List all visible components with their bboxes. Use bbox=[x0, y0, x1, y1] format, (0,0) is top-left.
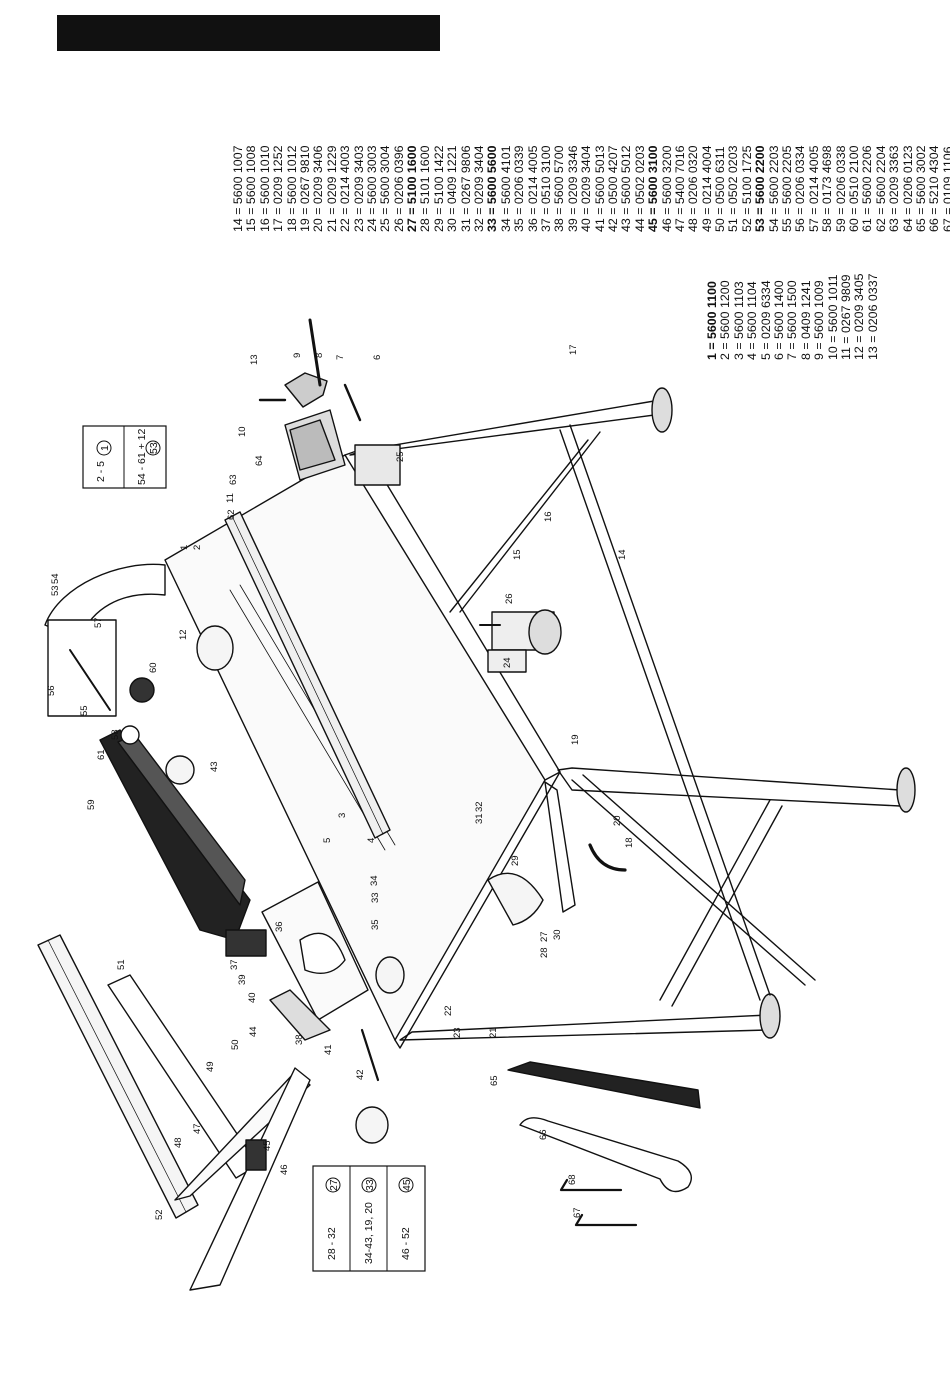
callout-14: 14 bbox=[617, 549, 628, 560]
box-top-r2: 54 - 61 + 12 bbox=[136, 429, 148, 485]
box-top-r2-ref: 53 bbox=[148, 442, 160, 454]
header-bar bbox=[57, 15, 440, 51]
cross-braces bbox=[449, 424, 816, 1007]
callout-53: 53 bbox=[50, 585, 61, 596]
callout-3: 3 bbox=[337, 813, 348, 818]
callout-61: 61 bbox=[96, 749, 107, 760]
callout-51: 51 bbox=[116, 959, 127, 970]
callout-23: 23 bbox=[452, 1027, 463, 1038]
callout-58: 58 bbox=[110, 729, 121, 740]
callout-45: 45 bbox=[262, 1140, 273, 1151]
callout-62: 62 bbox=[226, 509, 237, 520]
callout-60: 60 bbox=[148, 662, 159, 673]
motor-mount bbox=[479, 609, 562, 673]
callout-16: 16 bbox=[543, 511, 554, 522]
callout-54: 54 bbox=[50, 573, 61, 584]
assembly-box-top: 2 - 5 1 54 - 61 + 12 53 bbox=[82, 425, 167, 489]
callout-63: 63 bbox=[228, 474, 239, 485]
misc-plates bbox=[165, 625, 627, 1144]
tools bbox=[507, 1061, 701, 1227]
callout-50: 50 bbox=[230, 1039, 241, 1050]
callout-7: 7 bbox=[335, 355, 346, 360]
callout-24: 24 bbox=[502, 657, 513, 668]
callout-13: 13 bbox=[249, 354, 260, 365]
callout-43: 43 bbox=[209, 761, 220, 772]
callout-66: 66 bbox=[538, 1129, 549, 1140]
callout-57: 57 bbox=[93, 617, 104, 628]
callout-8: 8 bbox=[314, 353, 325, 358]
callout-33: 33 bbox=[370, 892, 381, 903]
box-top-r1: 2 - 5 bbox=[95, 461, 107, 482]
callout-32: 32 bbox=[474, 801, 485, 812]
callout-27: 27 bbox=[539, 931, 550, 942]
sliding-carriage bbox=[37, 934, 311, 1291]
callout-6: 6 bbox=[372, 355, 383, 360]
box-bot-r3-ref: 45 bbox=[401, 1179, 413, 1191]
callout-49: 49 bbox=[205, 1061, 216, 1072]
callout-41: 41 bbox=[323, 1044, 334, 1055]
callout-19: 19 bbox=[570, 734, 581, 745]
callout-28: 28 bbox=[539, 947, 550, 958]
callout-47: 47 bbox=[192, 1123, 203, 1134]
callout-56: 56 bbox=[46, 685, 57, 696]
callout-10: 10 bbox=[237, 426, 248, 437]
callout-9: 9 bbox=[292, 353, 303, 358]
callout-15: 15 bbox=[512, 549, 523, 560]
callout-55: 55 bbox=[79, 705, 90, 716]
fence-rail bbox=[224, 511, 391, 839]
callout-46: 46 bbox=[279, 1164, 290, 1175]
callout-59: 59 bbox=[86, 799, 97, 810]
callout-48: 48 bbox=[173, 1137, 184, 1148]
callout-38: 38 bbox=[294, 1034, 305, 1045]
box-bot-r1: 28 - 32 bbox=[326, 1227, 338, 1260]
callout-30: 30 bbox=[552, 929, 563, 940]
callout-29: 29 bbox=[510, 855, 521, 866]
callout-11: 11 bbox=[225, 493, 236, 503]
box-bot-r1-ref: 27 bbox=[328, 1179, 340, 1191]
callout-1: 1 bbox=[179, 545, 190, 550]
callout-2: 2 bbox=[192, 545, 203, 550]
callout-26: 26 bbox=[504, 593, 515, 604]
callout-18: 18 bbox=[624, 837, 635, 848]
callout-65: 65 bbox=[489, 1075, 500, 1086]
callout-67: 67 bbox=[572, 1207, 583, 1218]
callout-39: 39 bbox=[237, 974, 248, 985]
assembly-box-bottom: 28 - 32 27 34-43, 19, 20 33 46 - 52 45 bbox=[312, 1165, 426, 1272]
callout-22: 22 bbox=[443, 1005, 454, 1016]
callout-68: 68 bbox=[567, 1174, 578, 1185]
callout-31: 31 bbox=[474, 813, 485, 824]
box-bot-r3: 46 - 52 bbox=[400, 1227, 412, 1260]
callout-4: 4 bbox=[366, 838, 377, 843]
callout-52: 52 bbox=[154, 1209, 165, 1220]
table-top-frame bbox=[164, 447, 561, 1049]
callout-25: 25 bbox=[395, 451, 406, 462]
stand-legs bbox=[349, 387, 916, 1041]
table-insert-bracket bbox=[225, 881, 380, 1082]
riving-mount-assembly bbox=[258, 318, 401, 486]
callout-44: 44 bbox=[248, 1026, 259, 1037]
box-bot-r2: 34-43, 19, 20 bbox=[363, 1202, 375, 1264]
callout-20: 20 bbox=[612, 815, 623, 826]
callout-34: 34 bbox=[369, 875, 380, 886]
box-top-r1-ref: 1 bbox=[99, 445, 111, 451]
callout-12: 12 bbox=[178, 629, 189, 640]
callout-17: 17 bbox=[568, 344, 579, 355]
callout-42: 42 bbox=[355, 1069, 366, 1080]
callout-35: 35 bbox=[370, 919, 381, 930]
callout-36: 36 bbox=[274, 921, 285, 932]
callout-37: 37 bbox=[229, 959, 240, 970]
callout-64: 64 bbox=[254, 455, 265, 466]
callout-40: 40 bbox=[247, 992, 258, 1003]
box-bot-r2-ref: 33 bbox=[364, 1179, 376, 1191]
callout-5: 5 bbox=[322, 838, 333, 843]
blade-guard-assembly bbox=[44, 563, 251, 941]
callout-21: 21 bbox=[488, 1027, 499, 1038]
